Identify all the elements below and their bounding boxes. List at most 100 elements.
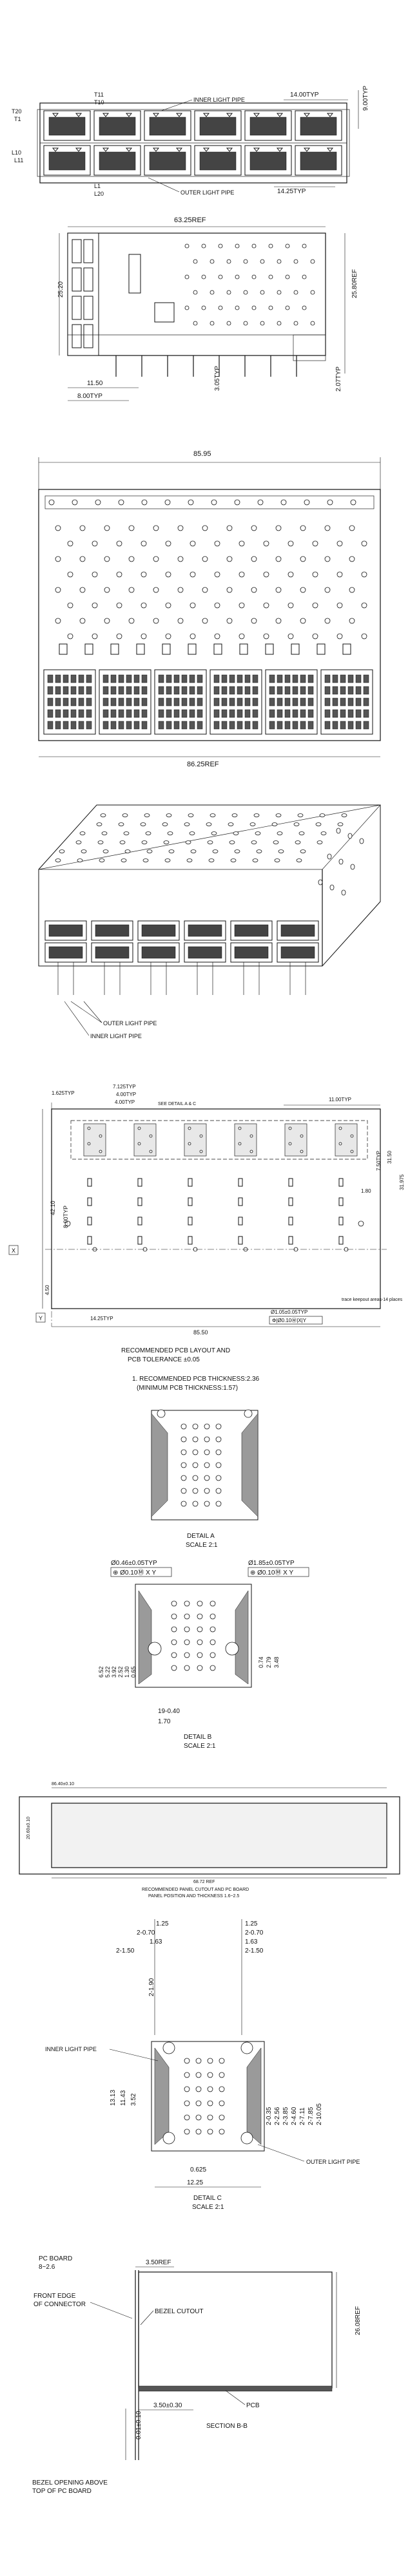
cutout-note-1: RECOMMENDED PANEL CUTOUT AND PC BOARD bbox=[142, 1888, 249, 1892]
contact-hole bbox=[215, 1501, 222, 1507]
isometric-view: OUTER LIGHT PIPE INNER LIGHT PIPE bbox=[38, 804, 381, 1039]
ground-pin-hole bbox=[338, 1236, 344, 1245]
vent-hole bbox=[277, 831, 283, 835]
contact-slot bbox=[300, 709, 306, 718]
contact-slot bbox=[237, 697, 243, 706]
vent-hole bbox=[226, 290, 231, 295]
contact-slot bbox=[102, 674, 109, 683]
vent-hole bbox=[226, 556, 233, 562]
vent-hole bbox=[186, 858, 193, 862]
contact-slot bbox=[189, 674, 195, 683]
ground-pin-hole bbox=[188, 1236, 193, 1245]
contact-slot bbox=[118, 709, 124, 718]
vent-hole bbox=[177, 587, 184, 593]
vent-hole bbox=[210, 321, 215, 326]
contact-slot bbox=[102, 721, 109, 730]
latch bbox=[317, 643, 326, 655]
contact-hole bbox=[171, 1613, 177, 1620]
vent-hole bbox=[184, 274, 190, 279]
contact-slot bbox=[197, 697, 203, 706]
vent-hole bbox=[228, 822, 234, 826]
contact-hole bbox=[219, 2128, 225, 2135]
latch bbox=[213, 643, 222, 655]
detail-b-left-dim: 5.22 bbox=[104, 1666, 111, 1678]
contact-slot bbox=[133, 721, 140, 730]
contact-slot bbox=[63, 697, 69, 706]
contact-slot bbox=[158, 674, 164, 683]
side-tab bbox=[154, 302, 175, 323]
vent-hole bbox=[162, 822, 168, 826]
vent-hole bbox=[185, 840, 191, 844]
vent-hole bbox=[275, 618, 282, 624]
vent-hole bbox=[55, 618, 61, 624]
light-pipe-marker bbox=[75, 147, 83, 152]
label-t11: T11 bbox=[94, 91, 104, 98]
mount-hole bbox=[358, 1220, 364, 1227]
contact-hole bbox=[215, 1449, 222, 1455]
ground-pin-hole bbox=[288, 1197, 293, 1206]
contact-slot bbox=[277, 709, 283, 718]
port-opening bbox=[149, 117, 186, 136]
contact-slot bbox=[166, 674, 172, 683]
contact-slot bbox=[277, 686, 283, 695]
contact-hole bbox=[184, 1613, 190, 1620]
contact-hole bbox=[184, 1626, 190, 1633]
detail-c-outer-light-pipe: OUTER LIGHT PIPE bbox=[306, 2159, 360, 2165]
vent-hole bbox=[201, 243, 206, 249]
contact-hole bbox=[195, 2100, 202, 2107]
vent-hole bbox=[218, 274, 223, 279]
detail-b-left-dim: 0.65 bbox=[130, 1666, 137, 1678]
vent-hole bbox=[202, 587, 208, 593]
light-pipe-marker bbox=[226, 147, 233, 152]
contact-slot bbox=[118, 697, 124, 706]
vent-hole bbox=[102, 849, 109, 853]
contact-slot bbox=[70, 674, 77, 683]
cutout-top-dim: 86.40±0.10 bbox=[52, 1782, 74, 1786]
contact-slot bbox=[340, 674, 346, 683]
iso-port-opening bbox=[95, 946, 130, 959]
contact-slot bbox=[347, 674, 354, 683]
vent-hole bbox=[177, 618, 184, 624]
contact-hole bbox=[184, 2086, 190, 2092]
contact-slot bbox=[47, 674, 54, 683]
edge-hole bbox=[95, 499, 101, 506]
contact-hole bbox=[204, 1423, 210, 1430]
contact-slot bbox=[189, 686, 195, 695]
iso-inner-light-pipe: INNER LIGHT PIPE bbox=[90, 1033, 142, 1039]
contact-hole bbox=[184, 1652, 190, 1658]
vent-hole bbox=[153, 618, 159, 624]
vent-hole bbox=[230, 858, 237, 862]
ground-pin-hole bbox=[137, 1197, 142, 1206]
vent-hole bbox=[312, 540, 318, 547]
contact-hole bbox=[207, 2114, 213, 2121]
hole-tolerance: Φ|Ø0.10Ⓜ|X|Y bbox=[272, 1318, 307, 1323]
contact-hole bbox=[192, 1488, 199, 1494]
contact-slot bbox=[292, 709, 298, 718]
vent-hole bbox=[285, 305, 290, 310]
contact-slot bbox=[158, 686, 164, 695]
vent-hole bbox=[208, 858, 215, 862]
contact-slot bbox=[189, 709, 195, 718]
vent-hole bbox=[300, 618, 306, 624]
vent-hole bbox=[274, 858, 280, 862]
detail-b-right-dim: 3.48 bbox=[273, 1656, 280, 1668]
footprint-pads bbox=[133, 1123, 157, 1157]
vent-hole bbox=[193, 321, 198, 326]
edge-hole bbox=[211, 499, 217, 506]
vent-hole bbox=[165, 633, 171, 639]
vent-hole bbox=[190, 849, 197, 853]
contact-slot bbox=[55, 686, 61, 695]
detail-b-dim19: 19-0.40 bbox=[158, 1708, 180, 1715]
dim-3150: 31.50 bbox=[387, 1150, 393, 1164]
vent-hole bbox=[329, 884, 335, 891]
contact-hole bbox=[184, 1600, 190, 1607]
label-l10: L10 bbox=[12, 149, 21, 156]
contact-hole bbox=[184, 2128, 190, 2135]
vent-hole bbox=[190, 571, 196, 578]
vent-hole bbox=[251, 587, 257, 593]
vent-hole bbox=[287, 540, 294, 547]
label-t1: T1 bbox=[14, 116, 21, 122]
contact-slot bbox=[332, 721, 338, 730]
vent-hole bbox=[67, 602, 73, 609]
signal-hole bbox=[300, 1134, 304, 1138]
